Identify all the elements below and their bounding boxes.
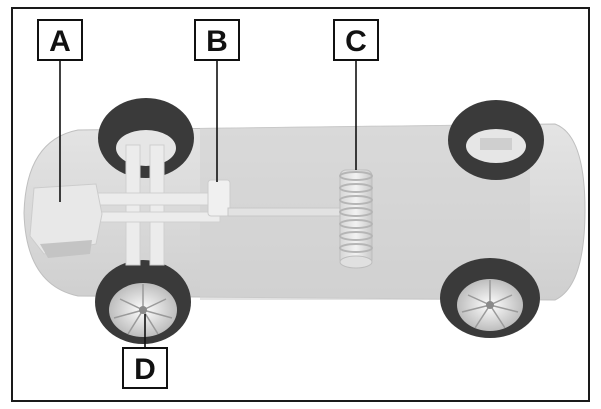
callout-c-label: C xyxy=(345,25,367,58)
callout-b: B xyxy=(194,19,240,61)
engine xyxy=(29,183,103,258)
leader-lines xyxy=(59,60,357,348)
callout-a-label: A xyxy=(49,25,71,58)
callout-a: A xyxy=(37,19,83,61)
callout-b-label: B xyxy=(206,25,228,58)
callout-d: D xyxy=(122,347,168,389)
rear-right-wheel xyxy=(440,258,540,338)
front-wheel xyxy=(95,260,191,344)
rear-left-wheel xyxy=(448,100,544,180)
callout-d-label: D xyxy=(134,353,156,386)
front-left-wheel xyxy=(98,98,194,178)
callout-c: C xyxy=(333,19,379,61)
drive-shaft-box xyxy=(207,179,349,217)
battery-stack xyxy=(339,169,373,269)
front-axle xyxy=(89,144,221,266)
